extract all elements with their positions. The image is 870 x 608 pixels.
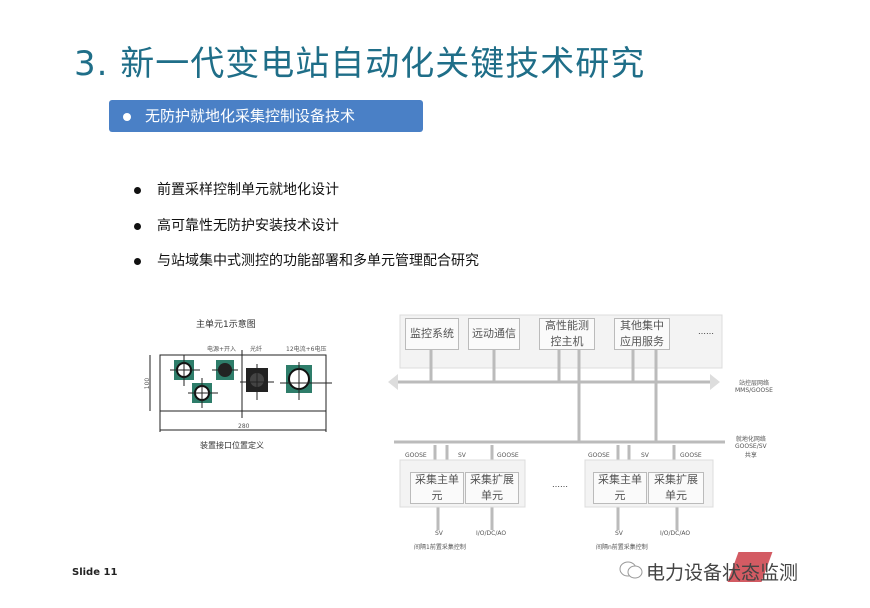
extension-unit-box: 采集扩展单元 — [465, 472, 519, 504]
label-line: 站控层网络 — [738, 380, 769, 387]
port-label: 12电流+6电压 — [286, 346, 327, 353]
label-line: 就地化网络 — [735, 436, 766, 443]
diagram-caption: 装置接口位置定义 — [200, 441, 264, 450]
main-unit-box: 采集主单元 — [593, 472, 647, 504]
port-label: 电源+开入 — [207, 346, 237, 353]
main-unit-box: 采集主单元 — [410, 472, 464, 504]
dimension-width: 280 — [238, 423, 250, 430]
monitoring-system-box: 监控系统 — [405, 318, 459, 350]
bullet-icon — [134, 222, 141, 230]
goose-label: GOOSE — [680, 452, 702, 459]
slide-title: 3. 新一代变电站自动化关键技术研究 — [74, 44, 646, 84]
goose-label: GOOSE — [497, 452, 519, 459]
more-ellipsis: …… — [698, 327, 714, 336]
goose-label: GOOSE — [588, 452, 610, 459]
wechat-icon — [618, 559, 644, 581]
sv-label: SV — [458, 452, 466, 459]
bullet-text: 高可靠性无防护安装技术设计 — [157, 218, 339, 234]
section-banner: 无防护就地化采集控制设备技术 — [109, 100, 423, 132]
device-drawing — [149, 350, 332, 432]
bay-caption: 间隔1前置采集控制 — [414, 544, 466, 551]
device-interface-diagram: 主单元1示意图 电源+开入 光纤 12电流+6电压 100 280 装置接口位置… — [140, 310, 360, 460]
label-line: GOOSE/SV — [735, 443, 767, 450]
measurement-host-box: 高性能测控主机 — [539, 318, 595, 350]
sv-label: SV — [641, 452, 649, 459]
bullet-item: 高可靠性无防护安装技术设计 — [134, 215, 339, 235]
bullet-icon — [123, 112, 131, 121]
extension-unit-box: 采集扩展单元 — [648, 472, 704, 504]
port-label: 光纤 — [250, 346, 263, 353]
bay-caption: 间隔n前置采集控制 — [596, 544, 648, 551]
sv-input-label: SV — [615, 530, 623, 537]
io-label: I/O/DC/AO — [660, 530, 691, 537]
goose-label: GOOSE — [405, 452, 427, 459]
bullet-text: 与站域集中式测控的功能部署和多单元管理配合研究 — [157, 253, 479, 269]
bullet-icon — [134, 257, 141, 265]
slide-number: Slide 11 — [72, 567, 118, 578]
label-line: 共享 — [744, 452, 757, 459]
sv-input-label: SV — [435, 530, 443, 537]
bullet-icon — [134, 186, 141, 194]
watermark: 电力设备状态监测 — [646, 562, 799, 584]
io-label: I/O/DC/AO — [476, 530, 507, 537]
bullet-item: 前置采样控制单元就地化设计 — [134, 179, 339, 199]
dimension-height: 100 — [144, 377, 152, 390]
bullet-text: 前置采样控制单元就地化设计 — [157, 182, 339, 198]
banner-label: 无防护就地化采集控制设备技术 — [145, 107, 356, 125]
diagram-title: 主单元1示意图 — [196, 320, 256, 330]
bullet-item: 与站域集中式测控的功能部署和多单元管理配合研究 — [134, 250, 479, 270]
bay-ellipsis: …… — [552, 480, 568, 489]
label-line: MMS/GOOSE — [735, 387, 773, 394]
telecontrol-box: 远动通信 — [468, 318, 520, 350]
central-service-box: 其他集中应用服务 — [614, 318, 670, 350]
